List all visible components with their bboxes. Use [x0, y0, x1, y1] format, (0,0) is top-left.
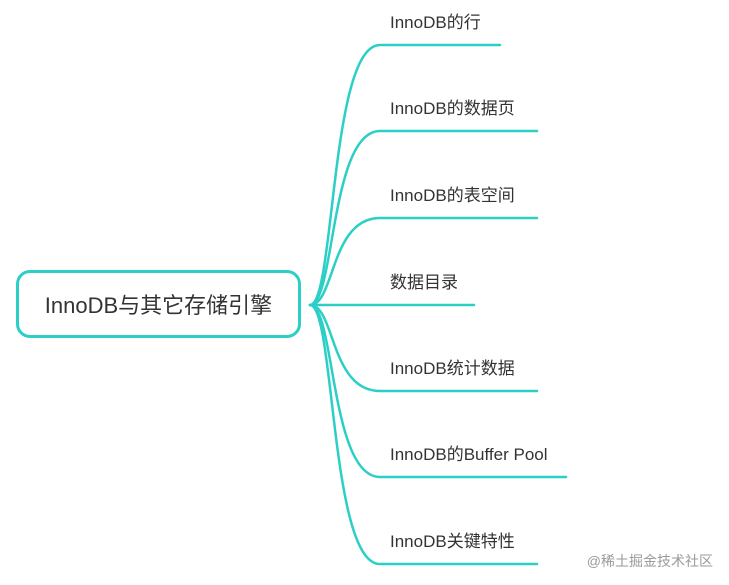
branch-node-buffer-pool[interactable]: InnoDB的Buffer Pool [390, 445, 548, 464]
branch-connector-key-features [308, 303, 539, 566]
branch-connector-tablespace [308, 216, 539, 307]
branch-connector-rows [308, 43, 502, 307]
root-node-label: InnoDB与其它存储引擎 [44, 293, 273, 318]
branch-node-rows[interactable]: InnoDB的行 [390, 13, 481, 32]
branch-node-tablespace[interactable]: InnoDB的表空间 [390, 186, 515, 205]
watermark-text: @稀土掘金技术社区 [586, 553, 713, 569]
branch-connector-buffer-pool [308, 303, 568, 479]
branch-node-statistics[interactable]: InnoDB统计数据 [390, 359, 515, 378]
branch-connector-statistics [308, 303, 539, 393]
root-node[interactable]: InnoDB与其它存储引擎 [16, 270, 301, 338]
branch-node-key-features[interactable]: InnoDB关键特性 [390, 532, 515, 551]
branch-node-data-directory[interactable]: 数据目录 [390, 273, 458, 292]
branch-connector-data-page [308, 129, 539, 307]
branch-node-data-page[interactable]: InnoDB的数据页 [390, 99, 515, 118]
